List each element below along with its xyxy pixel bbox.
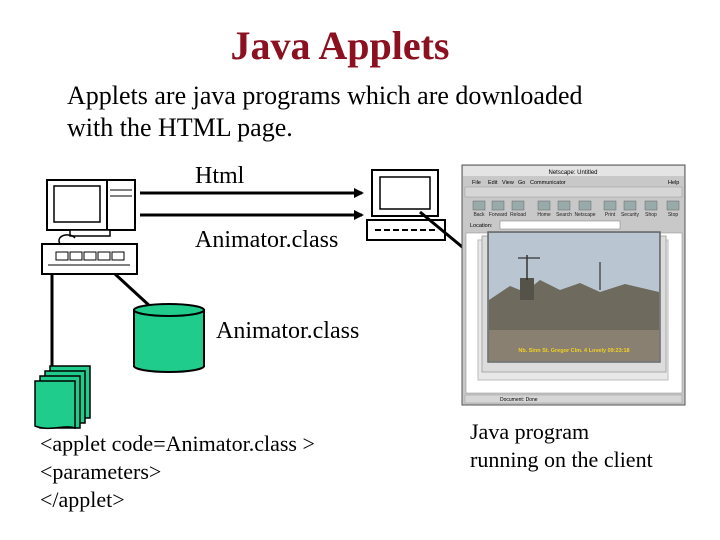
browser-toolbar: Back Forward Reload Home Search Netscape…: [473, 212, 678, 218]
toolbar-print[interactable]: Print: [605, 212, 616, 218]
keyboard-to-database-line: [113, 272, 154, 310]
menu-go[interactable]: Go: [518, 180, 525, 186]
location-label: Location:: [470, 223, 493, 229]
browser-window-title: Netscape: Untitled: [548, 170, 597, 176]
toolbar-reload[interactable]: Reload: [510, 212, 526, 218]
applet-overlay-text: Nb. Sinn St. Gregor Clm. 4 Lovely 09:23:…: [518, 348, 629, 354]
client-caption: Java program running on the client: [470, 418, 653, 474]
menu-help[interactable]: Help: [668, 180, 679, 186]
document-stack-icon: [34, 365, 91, 430]
toolbar-back[interactable]: Back: [473, 212, 485, 218]
code-line-1: <applet code=Animator.class >: [40, 431, 315, 456]
code-line-2: <parameters>: [40, 459, 162, 484]
applet-animation: Nb. Sinn St. Gregor Clm. 4 Lovely 09:23:…: [477, 231, 669, 381]
location-field[interactable]: [499, 220, 621, 230]
toolbar-stop[interactable]: Stop: [668, 212, 679, 218]
toolbar-netscape[interactable]: Netscape: [574, 212, 595, 218]
animator-class-label: Animator.class: [195, 227, 339, 253]
keyboard-icon: [41, 234, 138, 275]
menu-edit[interactable]: Edit: [488, 180, 498, 186]
code-line-3: </applet>: [40, 487, 125, 512]
subtitle-line-1: Applets are java programs which are down…: [67, 81, 583, 110]
database-animator-class-label: Animator.class: [216, 318, 360, 344]
applet-code-block: <applet code=Animator.class > <parameter…: [40, 430, 315, 514]
toolbar-security[interactable]: Security: [621, 212, 640, 218]
server-computer-icon: [46, 179, 136, 237]
toolbar-search[interactable]: Search: [556, 212, 572, 218]
client-computer-icon: [366, 169, 446, 241]
menu-view[interactable]: View: [502, 180, 514, 186]
menu-file[interactable]: File: [472, 180, 481, 186]
browser-window-icon: Netscape: Untitled File Edit View Go Com…: [461, 164, 686, 406]
toolbar-shop[interactable]: Shop: [645, 212, 657, 218]
caption-line-2: running on the client: [470, 447, 653, 472]
toolbar-forward[interactable]: Forward: [489, 212, 508, 218]
database-icon: [133, 303, 205, 373]
slide-subtitle: Applets are java programs which are down…: [67, 80, 667, 144]
slide-title: Java Applets: [230, 23, 450, 68]
subtitle-line-2: with the HTML page.: [67, 113, 293, 142]
html-label: Html: [195, 163, 245, 189]
caption-line-1: Java program: [470, 419, 590, 444]
toolbar-home[interactable]: Home: [537, 212, 551, 218]
browser-menu-bar: File Edit View Go Communicator Help: [472, 180, 679, 186]
menu-communicator[interactable]: Communicator: [530, 180, 566, 186]
browser-status: Document: Done: [500, 397, 538, 403]
